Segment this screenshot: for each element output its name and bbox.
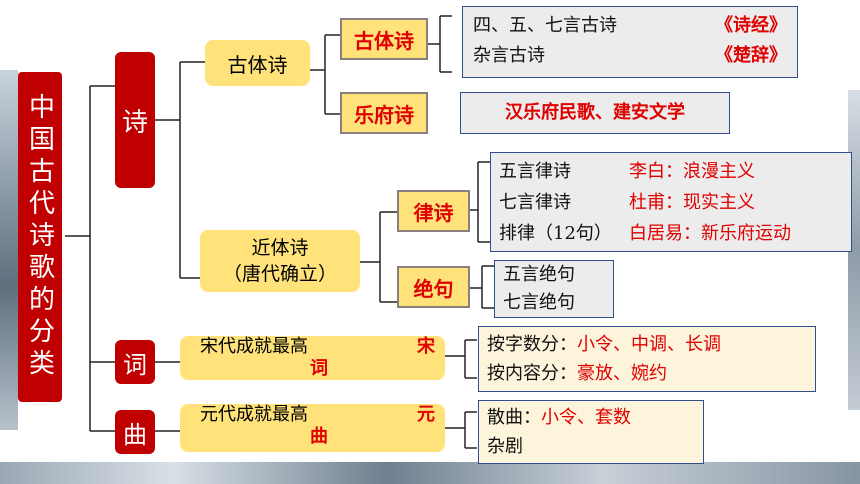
qu-row: 杂剧 [487,432,695,461]
lvshi-row: 五言律诗 李白：浪漫主义 [499,156,843,187]
ci-row-value: 豪放、婉约 [577,363,667,384]
ci-branch-red: 宋词 [310,336,435,379]
guti-sub-label: 古体诗 [340,18,428,60]
jueju-panel: 五言绝句 七言绝句 [494,260,614,318]
guti-row: 杂言古诗 《楚辞》 [473,41,787,71]
guti-row-right: 《诗经》 [715,15,787,36]
lvshi-row-left: 排律（12句） [499,223,612,244]
lvshi-row-left: 五言律诗 [499,161,571,182]
jueju-label: 绝句 [397,266,470,308]
guti-node: 古体诗 [205,40,310,86]
lvshi-row-right: 李白：浪漫主义 [629,161,755,182]
guti-row-left: 四、五、七言古诗 [473,15,617,36]
yuefu-text: 汉乐府民歌、建安文学 [505,102,685,123]
lvshi-row: 七言律诗 杜甫：现实主义 [499,187,843,218]
qu-branch-main: 元代成就最高 [200,404,308,425]
ci-row: 按字数分：小令、中调、长调 [487,330,807,359]
root-node: 中国古代诗歌的分类 [18,72,62,402]
background-mountain-left [0,70,18,430]
qu-panel: 散曲：小令、套数 杂剧 [478,400,704,464]
qu-row: 散曲：小令、套数 [487,403,695,432]
yuefu-panel: 汉乐府民歌、建安文学 [460,92,730,134]
jueju-row: 七言绝句 [503,292,575,313]
lvshi-row-right: 白居易：新乐府运动 [629,223,791,244]
jueju-row: 五言绝句 [503,264,575,285]
ci-branch-main: 宋代成就最高 [200,336,308,357]
guti-row-right: 《楚辞》 [715,45,787,66]
ci-node: 词 [115,340,155,384]
background-mountain-bottom [0,462,860,484]
qu-branch-node: 元代成就最高 元曲 [180,404,445,452]
jinti-line1: 近体诗 [251,237,309,259]
qu-row-prefix: 杂剧 [487,436,523,457]
qu-branch-red: 元曲 [310,404,435,447]
lvshi-row: 排律（12句） 白居易：新乐府运动 [499,218,843,249]
lvshi-row-right: 杜甫：现实主义 [629,192,755,213]
ci-row-prefix: 按内容分： [487,363,577,384]
lvshi-panel: 五言律诗 李白：浪漫主义 七言律诗 杜甫：现实主义 排律（12句） 白居易：新乐府运动 [490,152,852,252]
qu-row-value: 小令、套数 [541,407,631,428]
ci-branch-node: 宋代成就最高 宋词 [180,336,445,380]
qu-node: 曲 [115,410,155,454]
ci-row-value: 小令、中调、长调 [577,334,721,355]
yuefu-label: 乐府诗 [340,92,428,134]
guti-row: 四、五、七言古诗 《诗经》 [473,11,787,41]
jinti-line2: （唐代确立） [222,263,337,285]
guti-panel: 四、五、七言古诗 《诗经》 杂言古诗 《楚辞》 [462,6,798,78]
qu-row-prefix: 散曲： [487,407,541,428]
ci-row: 按内容分：豪放、婉约 [487,359,807,388]
ci-panel: 按字数分：小令、中调、长调 按内容分：豪放、婉约 [478,326,816,392]
guti-row-left: 杂言古诗 [473,45,545,66]
shi-node: 诗 [115,52,155,188]
lvshi-label: 律诗 [397,190,470,232]
ci-row-prefix: 按字数分： [487,334,577,355]
jinti-node: 近体诗 （唐代确立） [200,230,360,292]
lvshi-row-left: 七言律诗 [499,192,571,213]
